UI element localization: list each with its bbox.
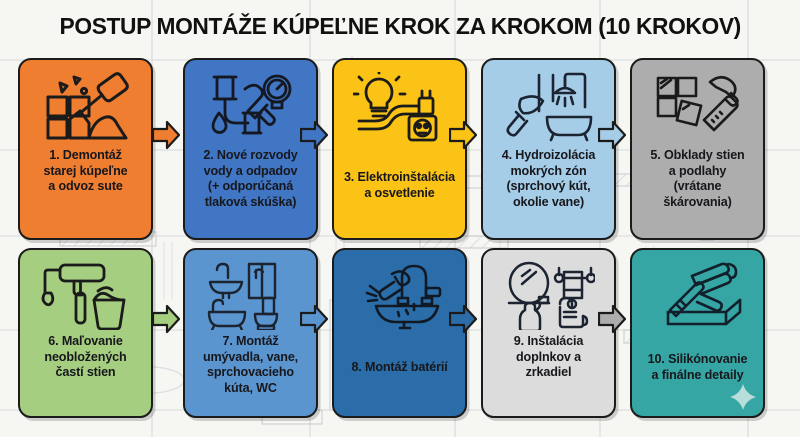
step-card-label: 6. Maľovanie neobložených častí stien <box>44 334 127 380</box>
plumbing-pipe-wrench-icon <box>185 60 316 148</box>
arrow-9-to-10 <box>598 304 626 334</box>
arrow-8-to-9 <box>449 304 477 334</box>
title-bar: POSTUP MONTÁŽE KÚPEĽNE KROK ZA KROKOM (1… <box>0 0 800 52</box>
step-card-2[interactable]: 2. Nové rozvody vody a odpadov (+ odporú… <box>183 58 318 240</box>
caulking-gun-icon <box>632 250 763 334</box>
step-card-label: 1. Demontáž starej kúpeľne a odvoz sute <box>43 148 128 194</box>
step-card-3[interactable]: 3. Elektroinštalácia a osvetlenie <box>332 58 467 240</box>
step-card-label: 4. Hydroizolácia mokrých zón (sprchový k… <box>501 148 596 209</box>
step-card-5[interactable]: 5. Obklady stien a podlahy (vrátane škár… <box>630 58 765 240</box>
step-card-8[interactable]: 8. Montáž batérií <box>332 248 467 418</box>
arrow-1-to-2 <box>152 120 180 150</box>
step-card-1[interactable]: 1. Demontáž starej kúpeľne a odvoz sute <box>18 58 153 240</box>
steps-row-2: 6. Maľovanie neobložených častí stien <box>0 248 800 433</box>
electrical-bulb-socket-icon <box>334 60 465 148</box>
arrow-2-to-3 <box>300 120 328 150</box>
arrow-3-to-4 <box>449 120 477 150</box>
tiles-spatula-icon <box>632 60 763 148</box>
step-card-7[interactable]: 7. Montáž umývadla, vane, sprchovacieho … <box>183 248 318 418</box>
step-card-label: 7. Montáž umývadla, vane, sprchovacieho … <box>202 334 299 395</box>
mirror-accessories-icon <box>483 250 614 334</box>
step-card-label: 5. Obklady stien a podlahy (vrátane škár… <box>650 148 745 209</box>
step-card-label: 9. Inštalácia doplnkov a zrkadiel <box>513 334 584 380</box>
demolition-hammer-icon <box>20 60 151 148</box>
faucet-wrench-icon <box>334 250 465 334</box>
page-title: POSTUP MONTÁŽE KÚPEĽNE KROK ZA KROKOM (1… <box>59 12 741 39</box>
waterproofing-trowel-shower-icon <box>483 60 614 148</box>
step-card-6[interactable]: 6. Maľovanie neobložených častí stien <box>18 248 153 418</box>
step-card-label: 10. Silikónovanie a finálne detaily <box>647 352 748 382</box>
sanitary-ware-icon <box>185 250 316 334</box>
arrow-4-to-5 <box>598 120 626 150</box>
step-card-4[interactable]: 4. Hydroizolácia mokrých zón (sprchový k… <box>481 58 616 240</box>
step-card-10[interactable]: 10. Silikónovanie a finálne detaily <box>630 248 765 418</box>
paint-roller-bucket-icon <box>20 250 151 334</box>
step-card-label: 3. Elektroinštalácia a osvetlenie <box>343 170 456 200</box>
arrow-7-to-8 <box>300 304 328 334</box>
step-card-9[interactable]: 9. Inštalácia doplnkov a zrkadiel <box>481 248 616 418</box>
steps-row-1: 1. Demontáž starej kúpeľne a odvoz sute <box>0 58 800 243</box>
step-card-label: 2. Nové rozvody vody a odpadov (+ odporú… <box>203 148 298 209</box>
step-card-label: 8. Montáž batérií <box>351 360 448 375</box>
arrow-6-to-7 <box>152 304 180 334</box>
